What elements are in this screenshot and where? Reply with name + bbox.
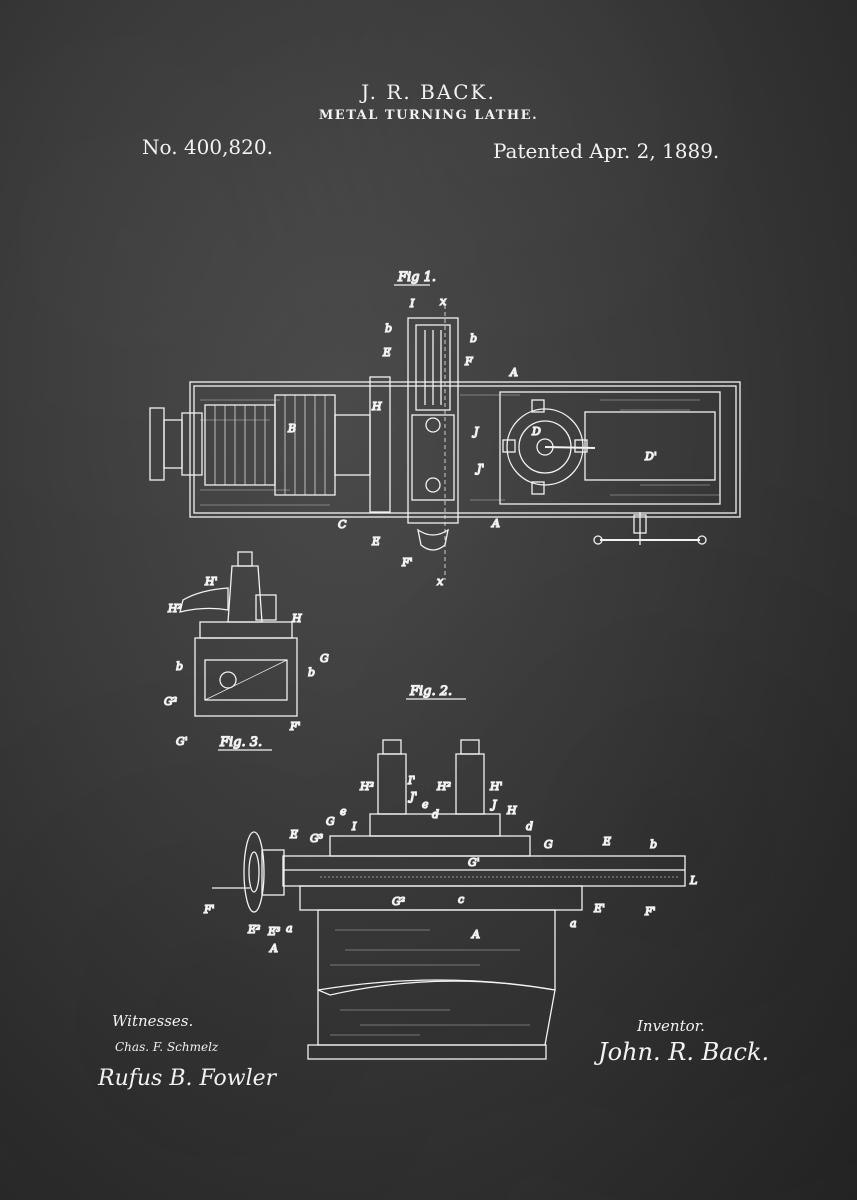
patent-number: No. 400,820. [142, 135, 273, 159]
fig2-label-H: H [506, 804, 517, 817]
fig1-label-D-prime: D' [644, 450, 657, 463]
witnesses-label: Witnesses. [112, 1012, 194, 1030]
fig1-label-b2: b [470, 332, 477, 345]
fig2-label-E-sq: E² [247, 923, 260, 936]
fig2-label-G: G [326, 815, 335, 828]
fig1-label-F-prime: F' [401, 556, 413, 569]
fig2-label-L: L [689, 874, 697, 887]
fig1-label-C: C [338, 518, 347, 531]
fig1-label-I: I [409, 297, 415, 310]
fig2-label-G-sq: G² [392, 895, 405, 908]
fig1-label-A2: A [491, 517, 500, 530]
patent-date: Patented Apr. 2, 1889. [493, 139, 720, 163]
fig3-label-G2: G² [164, 695, 177, 708]
fig2-label-F-prime2: F' [644, 905, 656, 918]
fig1-label-E: E [382, 346, 391, 359]
fig2-label: Fig. 2. [409, 684, 452, 699]
fig1-label-F: F [464, 355, 473, 368]
inventor-signature: John. R. Back. [598, 1038, 770, 1066]
fig3-label-G: G [320, 652, 329, 665]
fig2-label-E2: E [602, 835, 611, 848]
fig2-label-e1: e [340, 805, 347, 818]
fig2-label-F-prime1: F' [203, 903, 215, 916]
fig2-label-H-prime: H' [489, 780, 503, 793]
fig2-label-a2: a [286, 922, 293, 935]
witness-two-signature: Rufus B. Fowler [98, 1066, 277, 1091]
fig1-label-J: J [472, 425, 479, 438]
figure-1-drawing: Fig 1. [149, 269, 741, 589]
fig1-label-A: A [509, 366, 518, 379]
fig2-label-J: J [490, 798, 497, 811]
fig1-label-x: x [440, 295, 447, 308]
fig1-label-E2: E [371, 535, 380, 548]
fig2-label-I: I [351, 820, 357, 833]
fig3-label-F-prime: F' [289, 720, 301, 733]
fig2-label-E3: E³ [267, 925, 280, 938]
fig2-label-d1: d [432, 808, 439, 821]
fig3-label-b2: b [308, 666, 315, 679]
fig3-label-H-prime: H' [204, 575, 218, 588]
fig2-label-G3: G³ [310, 832, 323, 845]
fig2-label-d2: d [526, 820, 533, 833]
fig2-label-c: c [458, 893, 464, 906]
fig3-label: Fig. 3. [219, 735, 262, 750]
fig2-label-b: b [650, 838, 657, 851]
fig2-label-A2: A [471, 928, 480, 941]
fig2-label-E-prime: E' [593, 902, 605, 915]
inventor-name: J. R. BACK. [361, 80, 496, 104]
fig1-label-x2: x [437, 575, 444, 588]
fig1-label-J-prime: J' [475, 462, 484, 475]
fig2-label-A1: A [269, 942, 278, 955]
fig2-label-H2b: H² [436, 780, 451, 793]
fig2-label-G2: G [544, 838, 553, 851]
fig3-label-b1: b [176, 660, 183, 673]
fig3-label-H2: H² [167, 602, 182, 615]
figure-2-drawing: Fig. 2. [202, 683, 698, 1060]
fig2-label-a1: a [570, 917, 577, 930]
fig2-label-H2a: H² [359, 780, 374, 793]
fig1-label-H: H [371, 400, 382, 413]
fig1-label: Fig 1. [397, 270, 436, 285]
fig2-label-e2: e [422, 798, 429, 811]
fig1-label-b1: b [385, 322, 392, 335]
invention-title: METAL TURNING LATHE. [318, 108, 539, 123]
fig3-label-H: H [291, 612, 302, 625]
witness-one-signature: Chas. F. Schmelz [115, 1040, 219, 1054]
fig3-label-G-prime: G' [176, 735, 188, 748]
fig1-label-D: D [531, 425, 541, 438]
fig2-label-I-prime: I' [407, 774, 415, 787]
figure-3-drawing: H' H² H G b b G² F' G' Fig. 3. [163, 551, 330, 751]
fig2-label-E: E [289, 828, 298, 841]
fig2-label-G-prime: G' [468, 856, 480, 869]
fig2-label-J-prime: J' [408, 790, 417, 803]
fig1-label-B: B [287, 422, 296, 435]
inventor-label: Inventor. [637, 1017, 705, 1035]
